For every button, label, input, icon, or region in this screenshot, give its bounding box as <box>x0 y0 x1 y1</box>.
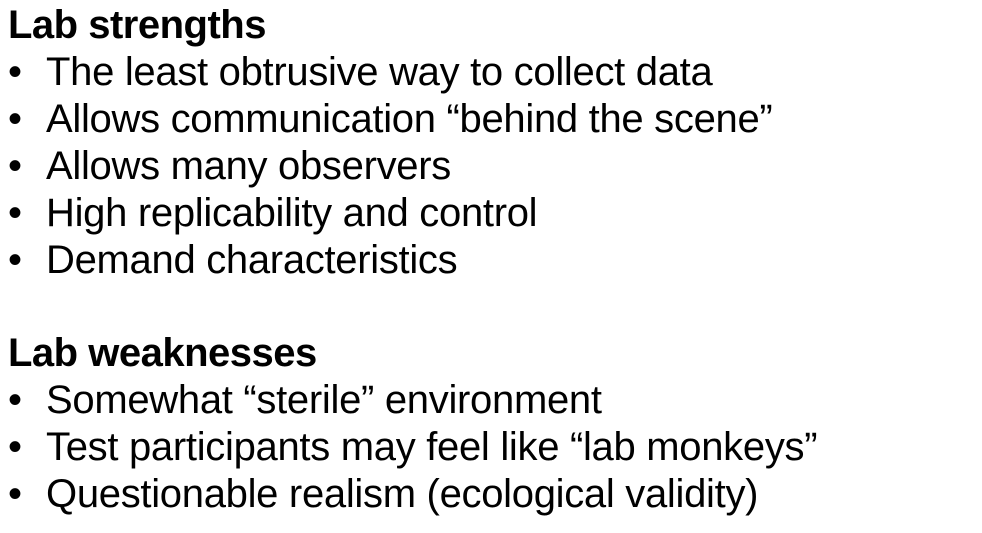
weaknesses-heading: Lab weaknesses <box>8 331 317 375</box>
bullet-icon: • <box>8 144 22 188</box>
list-item-text: Allows communication “behind the scene” <box>46 97 773 141</box>
bullet-icon: • <box>8 191 22 235</box>
list-item: • Allows many observers <box>8 143 982 190</box>
bullet-icon: • <box>8 472 22 516</box>
strengths-list: • The least obtrusive way to collect data… <box>8 49 982 284</box>
list-item-text: The least obtrusive way to collect data <box>46 50 713 94</box>
list-item: • Demand characteristics <box>8 237 982 284</box>
list-item-text: Test participants may feel like “lab mon… <box>46 425 818 469</box>
bullet-icon: • <box>8 238 22 282</box>
list-item-text: High replicability and control <box>46 191 538 235</box>
list-item-text: Questionable realism (ecological validit… <box>46 472 759 516</box>
bullet-icon: • <box>8 425 22 469</box>
strengths-heading: Lab strengths <box>8 3 266 47</box>
list-item: • The least obtrusive way to collect data <box>8 49 982 96</box>
list-item-text: Demand characteristics <box>46 238 458 282</box>
list-item: • Questionable realism (ecological validi… <box>8 471 982 518</box>
bullet-icon: • <box>8 378 22 422</box>
list-item: • Test participants may feel like “lab mo… <box>8 424 982 471</box>
list-item: • Somewhat “sterile” environment <box>8 377 982 424</box>
bullet-icon: • <box>8 97 22 141</box>
section-spacer <box>8 284 982 330</box>
bullet-icon: • <box>8 50 22 94</box>
list-item-text: Allows many observers <box>46 144 451 188</box>
weaknesses-list: • Somewhat “sterile” environment • Test pa… <box>8 377 982 518</box>
list-item: • High replicability and control <box>8 190 982 237</box>
list-item-text: Somewhat “sterile” environment <box>46 378 602 422</box>
list-item: • Allows communication “behind the scene” <box>8 96 982 143</box>
